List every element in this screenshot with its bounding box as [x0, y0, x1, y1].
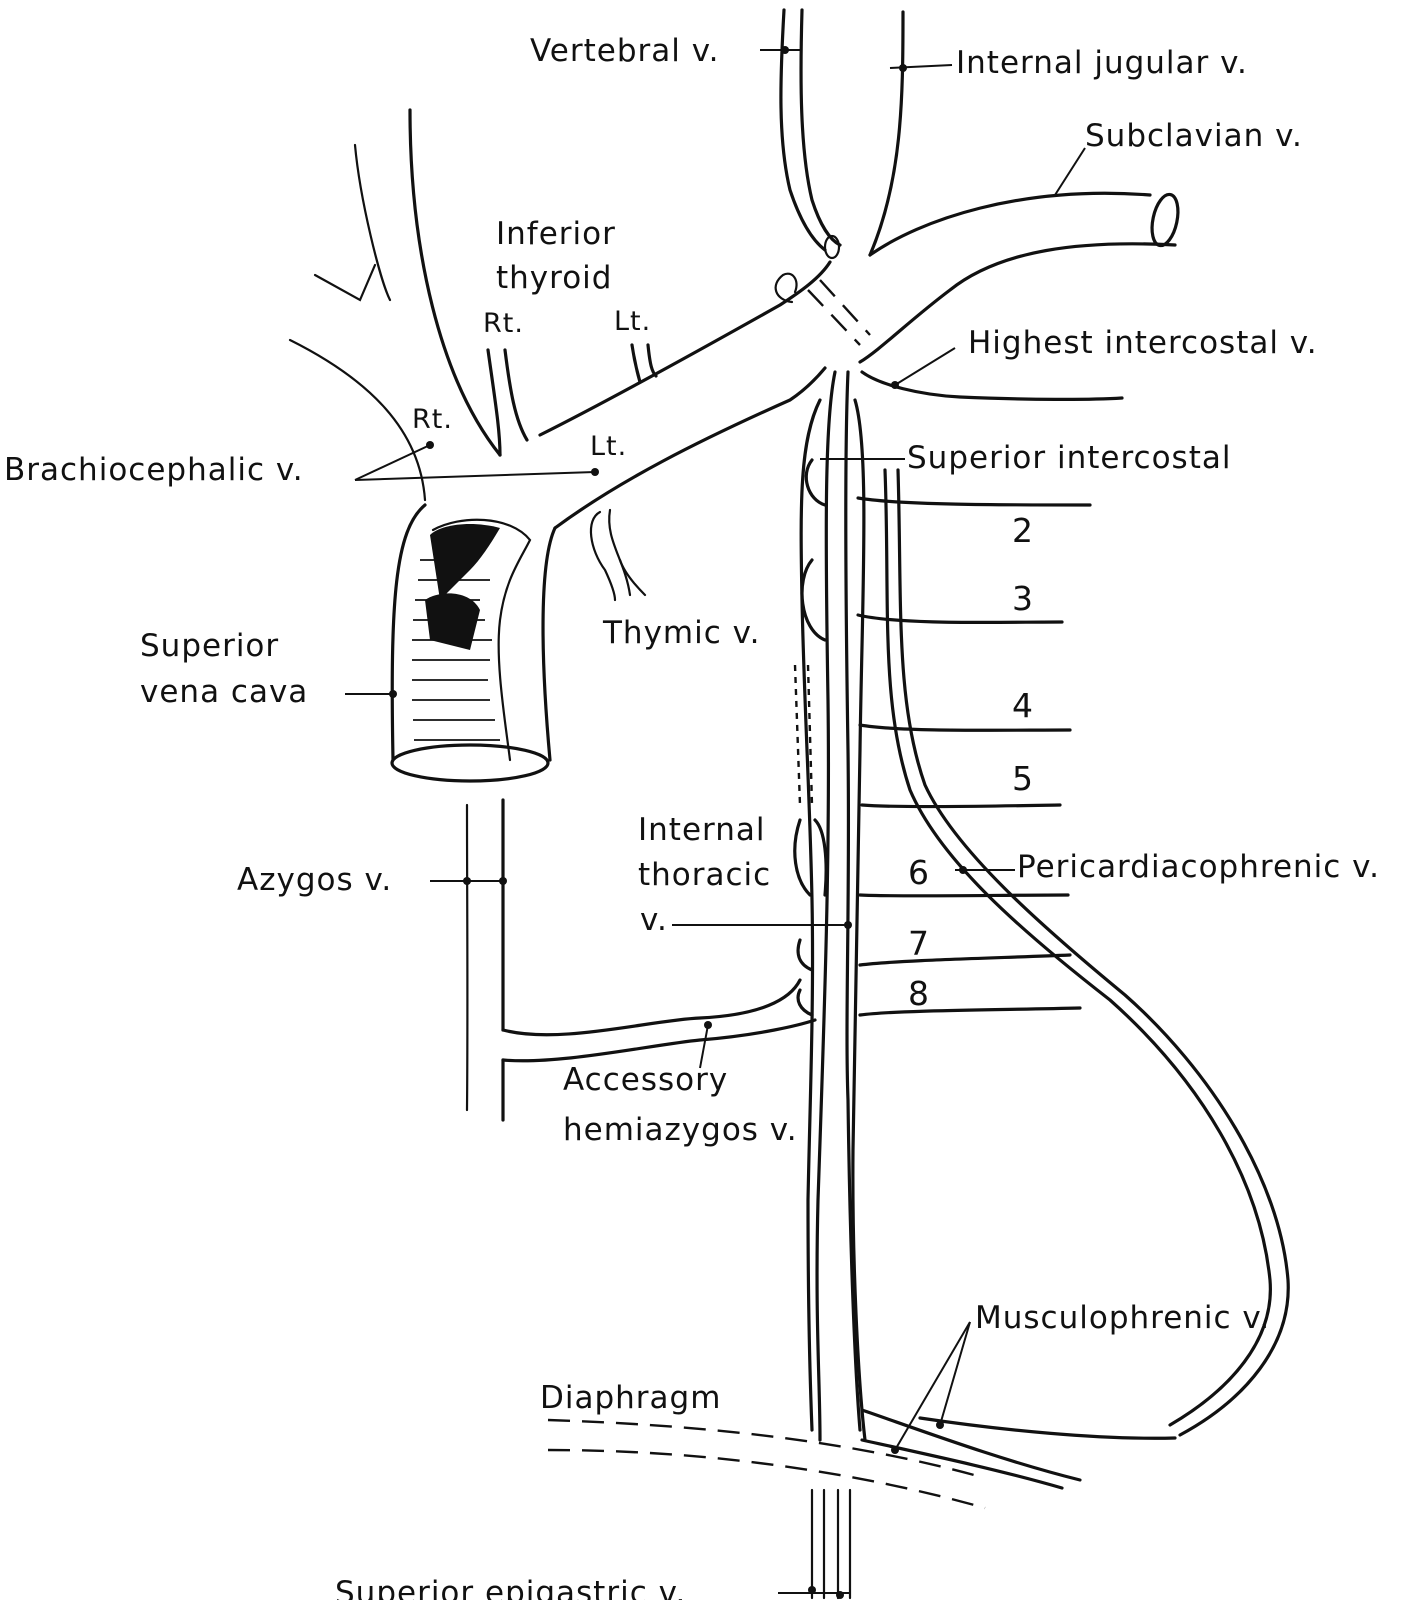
label-internal-thoracic-3: v. [640, 902, 668, 938]
intercostal-number-8: 8 [908, 974, 929, 1013]
anterior-intercostal-loops [793, 458, 828, 1017]
internal-thoracic-vein [799, 370, 867, 1442]
intercostal-number-7: 7 [908, 924, 929, 963]
intercostal-number-6: 6 [908, 853, 929, 892]
diaphragm [547, 1418, 986, 1510]
intercostal-veins [856, 496, 1092, 1017]
label-svc-1: Superior [140, 628, 279, 664]
intercostal-number-2: 2 [1012, 511, 1033, 550]
leader-lines [345, 46, 1086, 1599]
label-brachiocephalic: Brachiocephalic v. [4, 452, 304, 488]
intercostal-number-4: 4 [1012, 686, 1033, 725]
vertebral-vein [779, 8, 842, 260]
label-diaphragm: Diaphragm [540, 1380, 721, 1416]
accessory-hemiazygos-vein [501, 978, 817, 1063]
label-superior-intercostal: Superior intercostal [907, 440, 1231, 476]
label-highest-intercostal: Highest intercostal v. [968, 325, 1318, 361]
internal-jugular-vein [868, 10, 905, 257]
label-vertebral: Vertebral v. [530, 33, 720, 69]
label-internal-thoracic-2: thoracic [638, 857, 771, 893]
label-inferior-thyroid-2: thyroid [496, 260, 612, 296]
subclavian-vein [858, 191, 1180, 364]
svc-shading [412, 559, 500, 741]
label-pericardiacophrenic: Pericardiacophrenic v. [1017, 849, 1380, 885]
label-thyroid-rt: Rt. [483, 308, 524, 339]
label-thymic: Thymic v. [602, 615, 760, 651]
labels: Vertebral v. Internal jugular v. Subclav… [4, 33, 1380, 1600]
label-accessory-hemiazygos-2: hemiazygos v. [563, 1112, 798, 1148]
superior-epigastric-vein [810, 1488, 852, 1600]
label-azygos: Azygos v. [237, 862, 392, 898]
label-subclavian: Subclavian v. [1085, 118, 1303, 154]
intercostal-number-3: 3 [1012, 579, 1033, 618]
label-svc-2: vena cava [140, 674, 308, 710]
label-internal-thoracic-1: Internal [638, 812, 765, 848]
label-thyroid-lt: Lt. [614, 306, 651, 337]
musculophrenic-vein [860, 1408, 1177, 1490]
label-accessory-hemiazygos-1: Accessory [563, 1062, 728, 1098]
highest-intercostal-vein [860, 370, 1124, 401]
right-brachiocephalic-vein [288, 143, 427, 502]
label-internal-jugular: Internal jugular v. [956, 45, 1248, 81]
label-musculophrenic: Musculophrenic v. [975, 1300, 1270, 1336]
azygos-vein [465, 798, 505, 1122]
superior-vena-cava [390, 503, 557, 783]
intercostal-number-5: 5 [1012, 759, 1033, 798]
pericardiacophrenic-vein [883, 468, 1290, 1437]
thymic-vein [589, 508, 647, 602]
label-superior-epigastric: Superior epigastric v. [335, 1575, 686, 1600]
label-brachio-lt: Lt. [590, 431, 627, 462]
label-inferior-thyroid-1: Inferior [496, 216, 616, 252]
label-brachio-rt: Rt. [412, 404, 453, 435]
inferior-thyroid-veins [408, 108, 658, 457]
left-brachiocephalic-vein [538, 260, 871, 530]
intercostal-numbers: 2 3 4 5 6 7 8 [908, 511, 1033, 1013]
